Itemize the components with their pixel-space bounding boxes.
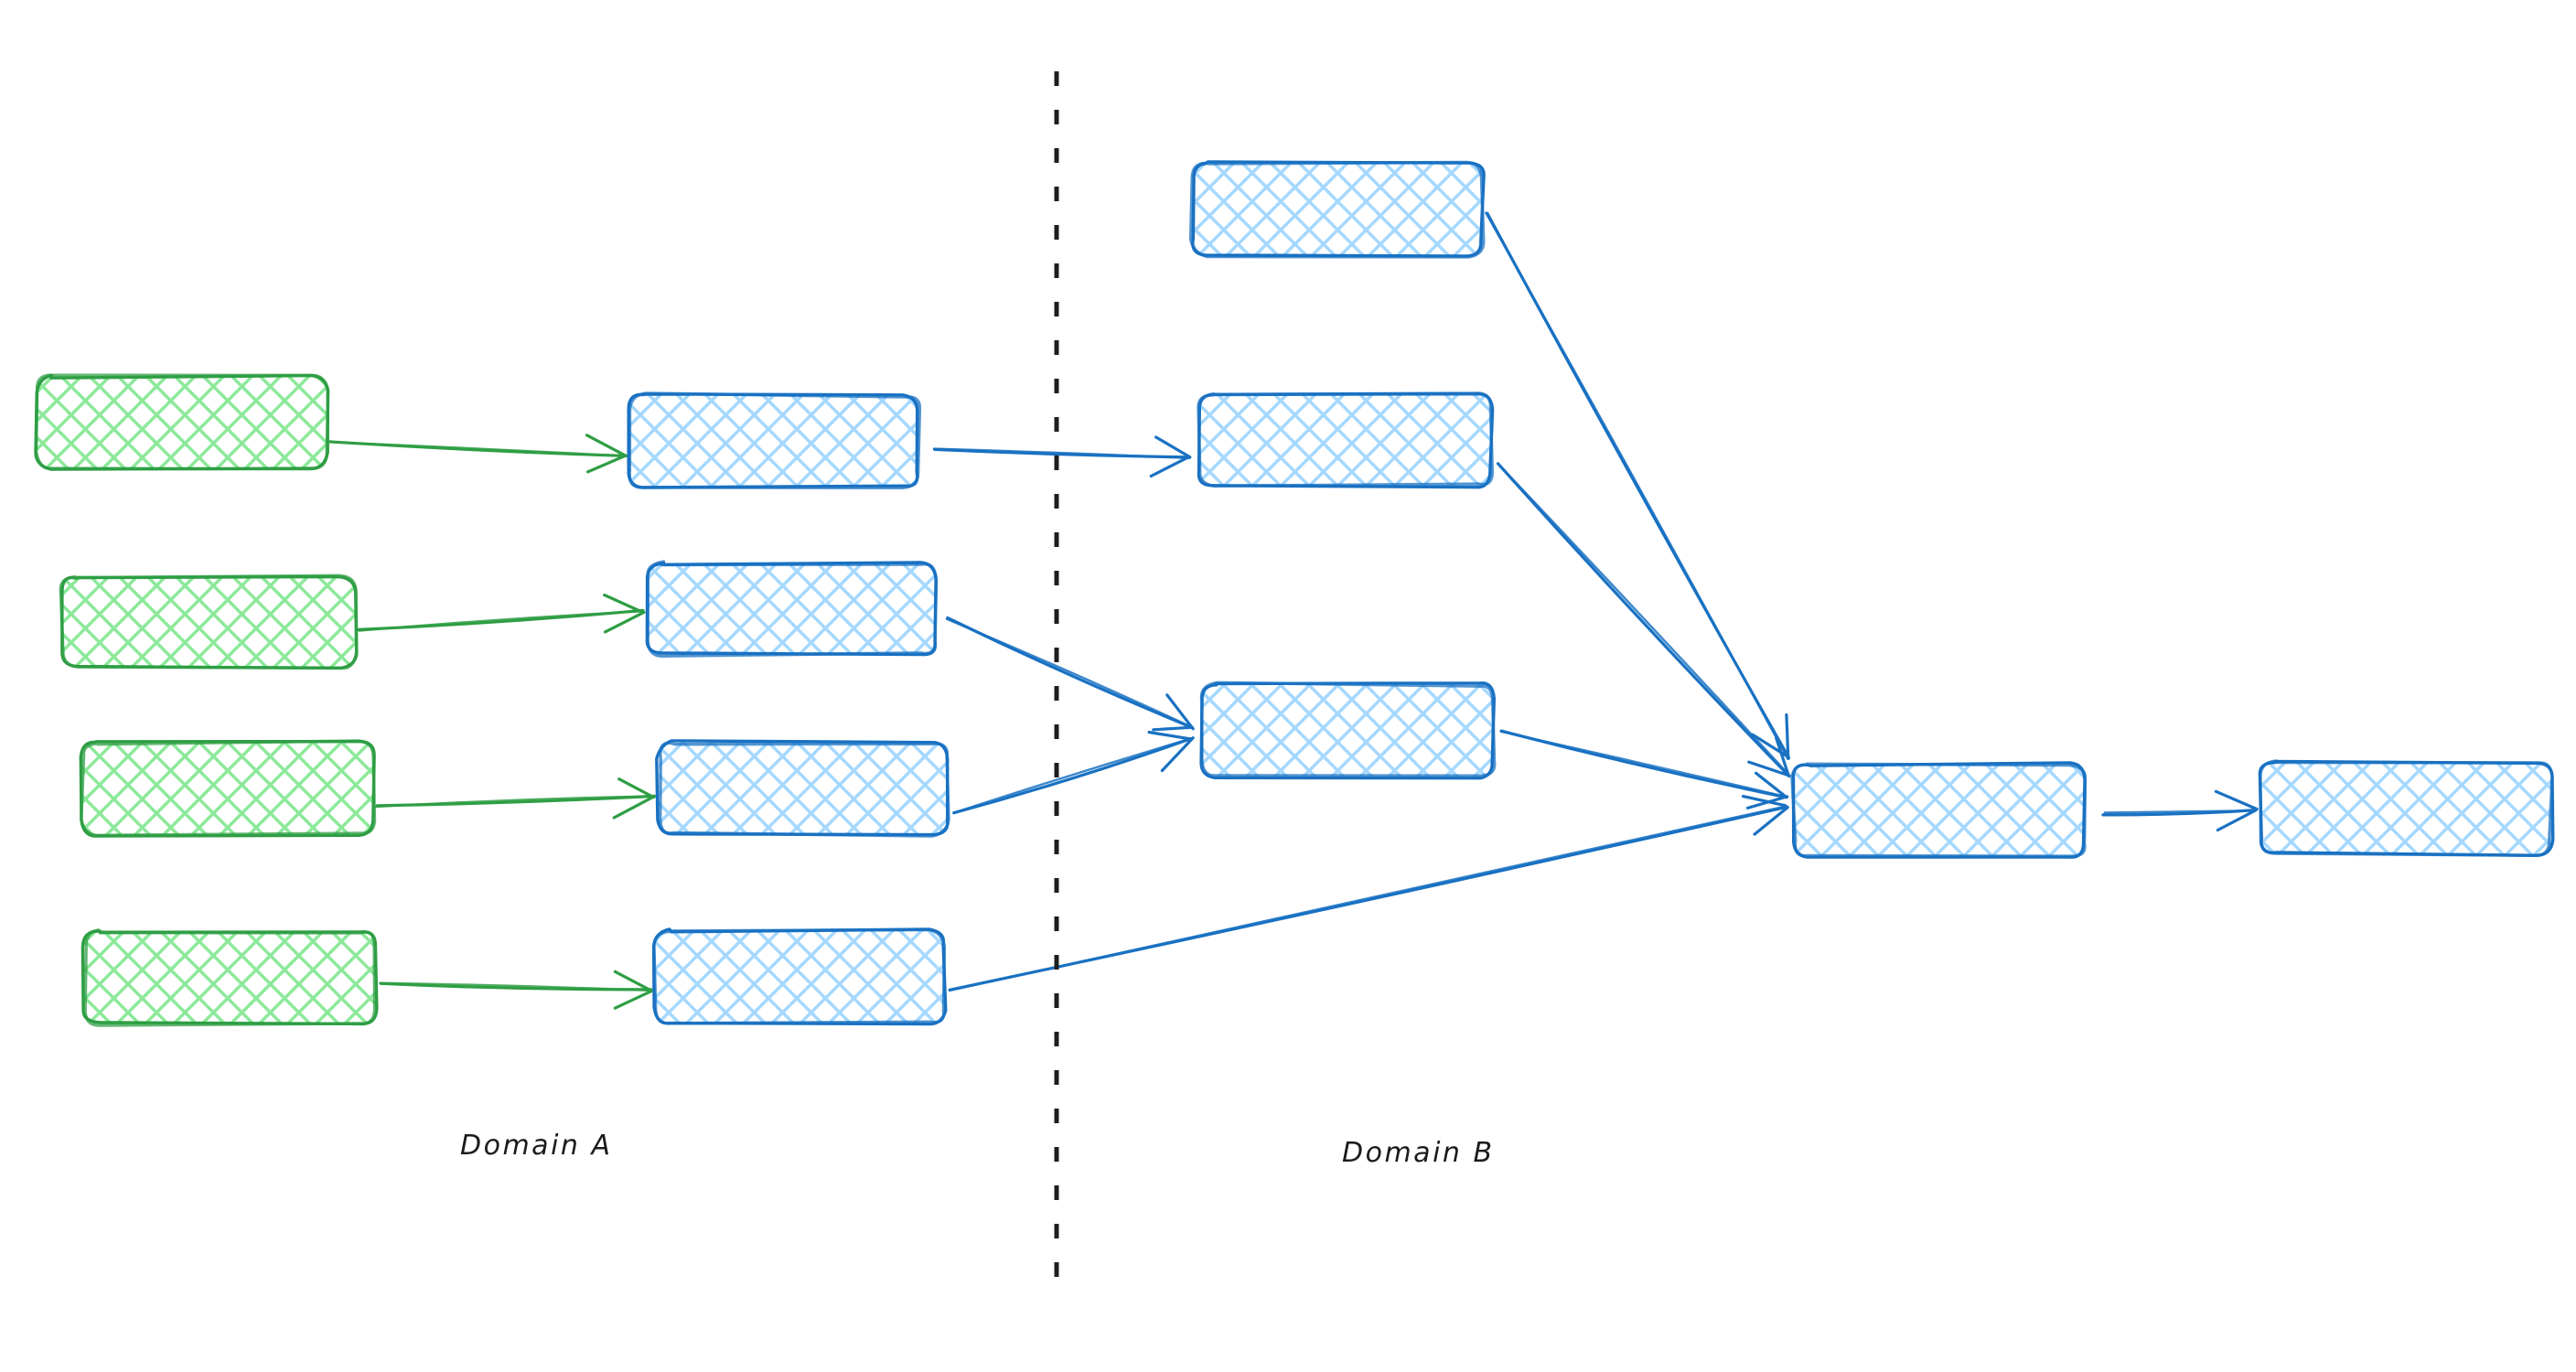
edge-arrowhead-lower [2216,809,2257,832]
edge-e9 [1496,462,1791,778]
node-outline [1199,681,1497,777]
node-fill [83,930,376,1024]
edge-arrowhead-upper [617,777,655,799]
edge-shaft [374,795,656,809]
edge-shaft [2103,809,2257,814]
node-fill [659,742,949,835]
node-a4[interactable] [80,928,379,1027]
edge-arrowhead-lower [1149,455,1191,478]
domain-b-label: Domain B [1342,1137,1495,1169]
node-outline [80,739,377,837]
edge-e2 [356,593,646,634]
edge-arrowhead-upper [585,434,628,457]
node-m4[interactable] [651,927,948,1026]
edge-shaft [945,617,1194,729]
edge-arrowhead-lower [1160,736,1195,773]
node-a2[interactable] [59,573,359,670]
edge-arrowhead-upper [1154,435,1191,458]
domain-a-label: Domain A [460,1130,613,1162]
node-fill [1201,684,1495,777]
edge-e12 [2101,789,2259,832]
node-outline [646,560,939,659]
edge-e7 [952,730,1195,815]
edge-arrowhead-upper [1755,771,1788,799]
edge-shaft [952,736,1193,815]
edge-arrowhead-upper [613,970,652,992]
node-outline [2259,759,2554,857]
edge-arrowhead-upper [1775,736,1790,777]
node-fill [37,376,327,468]
edge-shaft [1485,211,1789,760]
edge-arrowhead-upper [1165,693,1195,731]
node-m2[interactable] [645,560,939,659]
edge-e5 [932,435,1192,478]
edge-shaft [328,441,628,457]
edge-e3 [374,777,656,820]
edge-e8 [1485,211,1791,760]
node-b2[interactable] [1197,391,1495,489]
edge-shaft [1499,730,1787,799]
edge-shaft [379,981,652,992]
edge-arrowhead-lower [603,610,646,634]
nodes-layer [34,160,2555,1027]
node-fill [1793,764,2086,858]
edge-arrowhead-upper [2214,789,2259,811]
edge-arrowhead-upper [1785,713,1790,760]
edge-e6 [945,616,1195,732]
edge-arrowhead-upper [1147,730,1193,741]
node-outline [83,928,377,1027]
node-fill [628,395,919,488]
node-outline [652,927,947,1025]
node-b1[interactable] [1188,160,1486,259]
node-b4[interactable] [1790,761,2088,859]
node-outline [1790,762,2088,858]
node-fill [2259,762,2552,854]
node-fill [1199,392,1493,487]
node-fill [647,563,937,656]
edge-arrowhead-upper [1741,795,1787,808]
node-outline [628,391,922,489]
node-fill [1192,163,1484,256]
edge-arrowhead-lower [1753,806,1789,836]
edge-arrowhead-lower [586,454,628,474]
edge-shaft [932,447,1191,460]
node-outline [1188,160,1486,259]
node-a3[interactable] [79,739,377,838]
node-m3[interactable] [655,739,950,838]
node-a1[interactable] [34,373,330,471]
edge-e1 [327,434,628,474]
node-m1[interactable] [627,391,922,489]
node-outline [659,741,950,838]
edge-e4 [379,970,653,1010]
edge-arrowhead-lower [1152,725,1194,732]
edge-shaft [1497,464,1790,777]
node-b5[interactable] [2258,759,2555,857]
edges-layer [327,211,2259,1010]
edge-shaft [948,805,1788,992]
node-fill [61,575,355,669]
node-outline [59,573,359,670]
edge-arrowhead-lower [613,990,653,1010]
edge-arrowhead-lower [612,795,656,820]
edge-e11 [948,795,1789,992]
edge-shaft [952,737,1193,814]
node-fill [82,742,374,834]
edge-shaft [358,610,645,632]
edge-shaft [1496,462,1791,778]
edge-arrowhead-lower [1747,760,1791,777]
edge-arrowhead-upper [603,593,645,615]
node-fill [654,930,945,1024]
node-outline [1197,392,1495,488]
node-outline [34,373,330,471]
node-b3[interactable] [1199,681,1497,780]
